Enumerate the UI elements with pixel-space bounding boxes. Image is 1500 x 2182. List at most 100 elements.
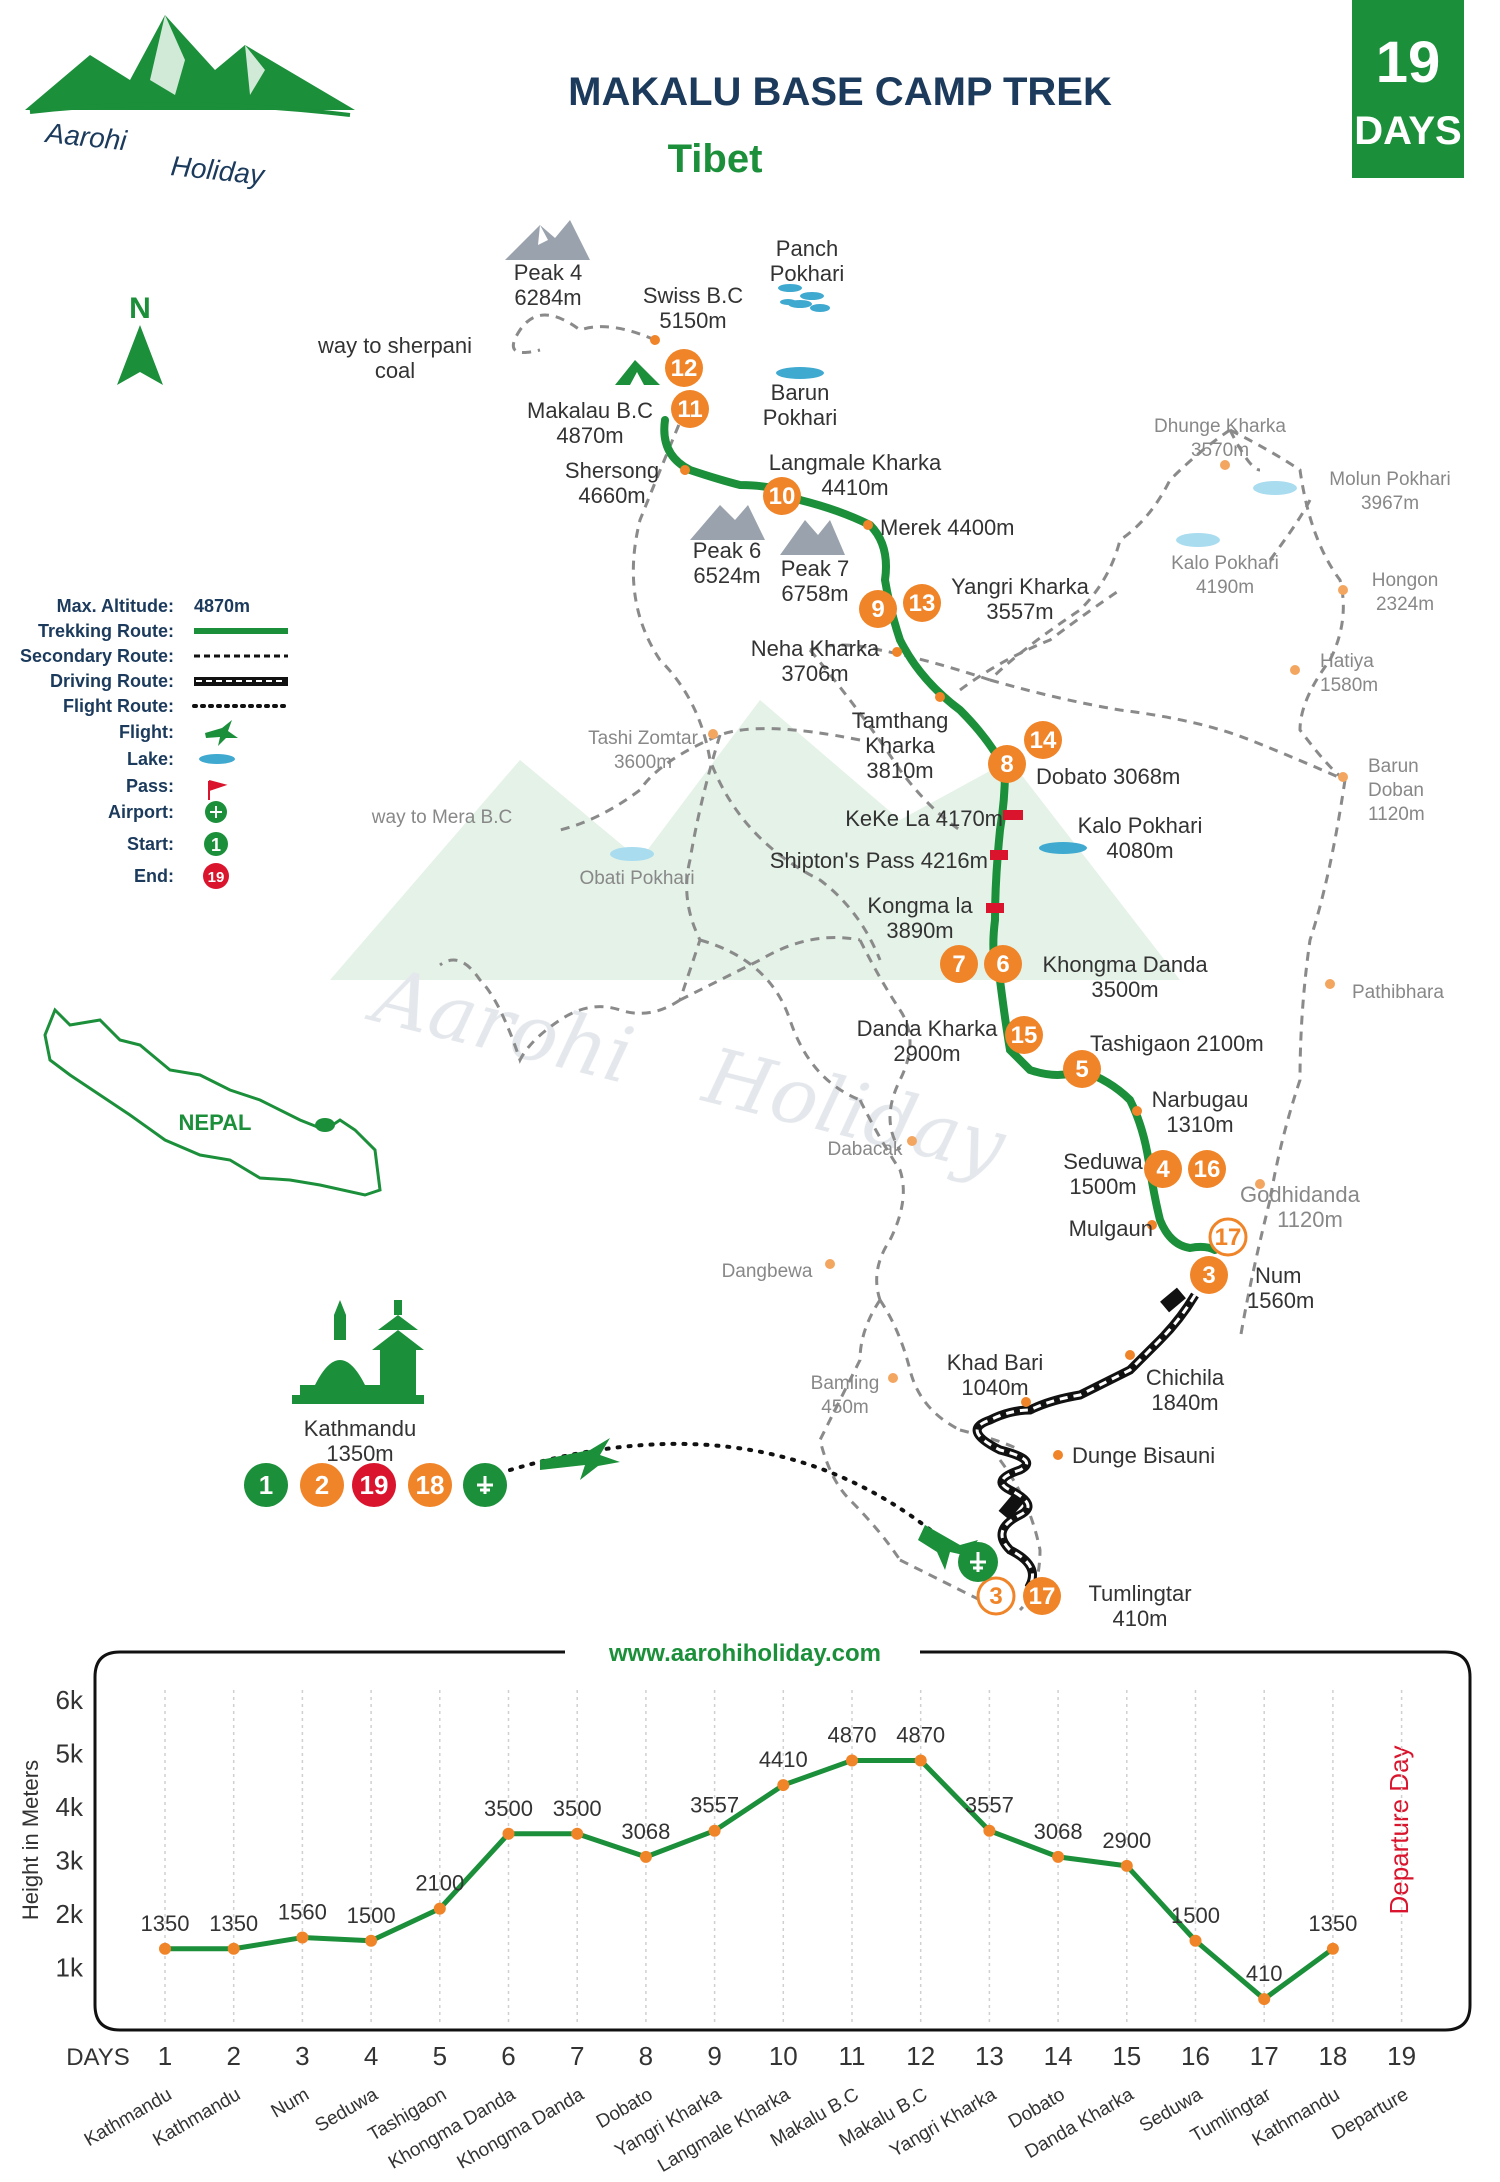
- chart-grid: [164, 1690, 1403, 2022]
- chart-line: [165, 1757, 1335, 2002]
- x-tick-label: 12: [906, 2041, 935, 2071]
- label-molun-alt: 3967m: [1361, 493, 1419, 514]
- label-dangbewa: Dangbewa: [722, 1261, 813, 1282]
- data-point: [227, 1942, 240, 1955]
- label-shipton: Shipton's Pass 4216m: [770, 848, 988, 873]
- badge-17-num: 17: [1215, 1224, 1242, 1251]
- data-label: 4870: [828, 1722, 877, 1747]
- label-pathibhara: Pathibhara: [1352, 982, 1444, 1003]
- y-tick-label: 2k: [56, 1899, 84, 1929]
- legend-pass: Pass:: [126, 776, 174, 796]
- x-tick-label: 19: [1387, 2041, 1416, 2071]
- data-point: [914, 1754, 927, 1767]
- label-keke: KeKe La 4170m: [845, 806, 1003, 831]
- data-label: 1350: [141, 1911, 190, 1936]
- data-label: 3068: [621, 1819, 670, 1844]
- badge-3-num: 3: [1202, 1262, 1215, 1289]
- badge-15: 15: [1011, 1022, 1038, 1049]
- data-label: 1560: [278, 1900, 327, 1925]
- badge-7: 7: [952, 951, 965, 978]
- badge-10: 10: [769, 483, 796, 510]
- label-obati: Obati Pokhari: [579, 868, 694, 889]
- label-peak6-alt: 6524m: [693, 563, 760, 588]
- label-barundoban-2: Doban: [1368, 780, 1424, 801]
- data-label: 3557: [690, 1793, 739, 1818]
- label-swiss-alt: 5150m: [659, 308, 726, 333]
- driving-route: [972, 1287, 1199, 1610]
- badge-8: 8: [1000, 751, 1013, 778]
- place-labels: Peak 4 6284m Swiss B.C 5150m Panch Pokha…: [304, 236, 1315, 1631]
- legend: Max. Altitude: 4870m Trekking Route: Sec…: [20, 596, 290, 889]
- x-tick-label: 17: [1250, 2041, 1279, 2071]
- data-point: [296, 1931, 309, 1944]
- departure-annotation: Departure Day: [1384, 1745, 1414, 1914]
- label-peak6-name: Peak 6: [693, 538, 762, 563]
- north-arrow: N: [117, 292, 163, 385]
- badge-11: 11: [677, 396, 702, 423]
- mountain-icons: [505, 220, 845, 555]
- label-narbugau-alt: 1310m: [1166, 1112, 1233, 1137]
- label-panch-1: Panch: [776, 236, 838, 261]
- label-dhunge-name: Dhunge Kharka: [1154, 416, 1286, 437]
- label-tamthang-1: Tamthang: [852, 708, 949, 733]
- x-tick-label: 8: [639, 2041, 653, 2071]
- legend-start-badge: 1: [211, 835, 221, 855]
- data-point: [1120, 1859, 1133, 1872]
- pass-icons: [986, 810, 1023, 913]
- label-chichila-name: Chichila: [1146, 1365, 1225, 1390]
- label-merek: Merek 4400m: [880, 515, 1015, 540]
- chart-points: [159, 1754, 1339, 2006]
- chart-ylabel: Height in Meters: [18, 1760, 43, 1920]
- label-shersong-name: Shersong: [565, 458, 659, 483]
- x-tick-label: 4: [364, 2041, 378, 2071]
- x-tick-label: 6: [501, 2041, 515, 2071]
- badge-12: 12: [671, 355, 698, 382]
- category-label: Num: [268, 2084, 313, 2122]
- data-label: 2100: [415, 1871, 464, 1896]
- x-tick-label: 3: [295, 2041, 309, 2071]
- logo-text-2: Holiday: [169, 150, 267, 191]
- x-tick-label: 14: [1044, 2041, 1073, 2071]
- label-dunge: Dunge Bisauni: [1072, 1443, 1215, 1468]
- ktm-badge-18: 18: [416, 1470, 445, 1500]
- tent-icon: [615, 360, 660, 385]
- label-godhidanda-name: Godhidanda: [1240, 1182, 1361, 1207]
- elevation-line: [165, 1757, 1335, 2002]
- kathmandu-badges: 1 2 19 18: [244, 1463, 507, 1507]
- secondary-place-labels: Dhunge Kharka 3570m Molun Pokhari 3967m …: [371, 416, 1451, 1418]
- label-tamthang-3: 3810m: [866, 758, 933, 783]
- label-langmale-alt: 4410m: [821, 475, 888, 500]
- chart-xlabel: DAYS: [66, 2044, 130, 2071]
- days-badge: 19 DAYS: [1352, 0, 1464, 178]
- logo: Aarohi Holiday: [25, 15, 355, 191]
- data-point: [846, 1754, 858, 1767]
- ktm-badge-1: 1: [259, 1470, 273, 1500]
- x-tick-label: 16: [1181, 2041, 1210, 2071]
- label-kalo1-alt: 4190m: [1196, 577, 1254, 598]
- label-kalo1-name: Kalo Pokhari: [1171, 553, 1279, 574]
- data-label: 410: [1246, 1961, 1283, 1986]
- data-label: 3068: [1034, 1819, 1083, 1844]
- badge-6: 6: [996, 951, 1009, 978]
- x-tick-label: 9: [707, 2041, 721, 2071]
- north-label: N: [129, 292, 151, 325]
- x-tick-label: 18: [1318, 2041, 1347, 2071]
- legend-end: End:: [134, 866, 174, 886]
- data-point: [1189, 1934, 1202, 1947]
- plane-icon: [540, 1438, 978, 1570]
- data-point: [365, 1934, 378, 1947]
- label-tashizomtar-name: Tashi Zomtar: [588, 728, 698, 749]
- label-dobato: Dobato 3068m: [1036, 764, 1180, 789]
- stupa-icon: [292, 1300, 424, 1404]
- category-label: Khongma Danda: [454, 2084, 588, 2174]
- category-label: Departure: [1328, 2084, 1412, 2144]
- nepal-map: NEPAL: [43, 1007, 382, 1197]
- legend-secondary: Secondary Route:: [20, 646, 174, 666]
- trekking-route: [660, 416, 1219, 1254]
- label-bamling-name: Bamling: [811, 1373, 880, 1394]
- y-tick-label: 6k: [56, 1685, 84, 1715]
- data-label: 3500: [553, 1796, 602, 1821]
